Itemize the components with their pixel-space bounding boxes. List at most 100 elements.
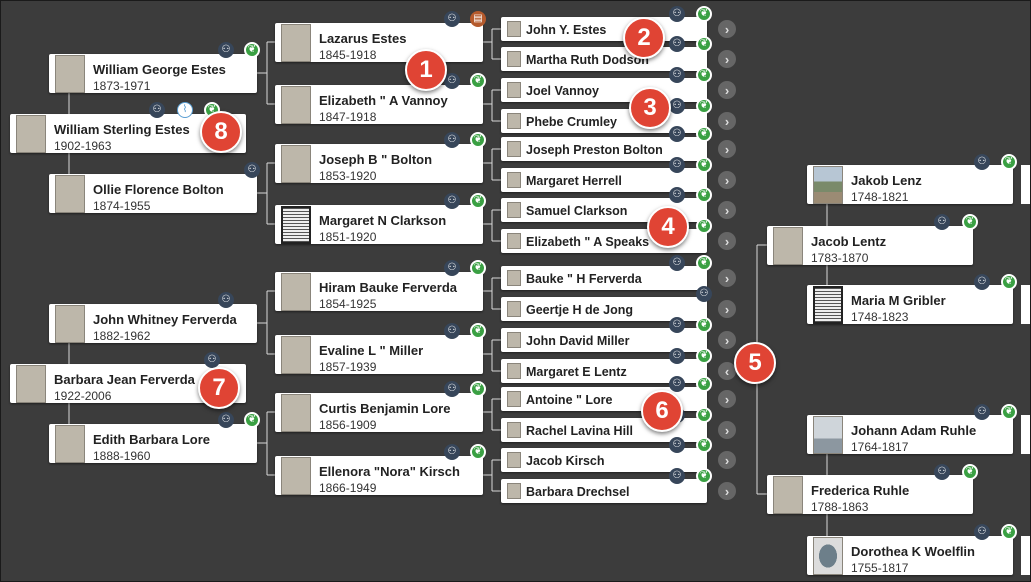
expand-ancestors-arrow[interactable]: › xyxy=(718,232,736,250)
family-tree-icon[interactable]: ⚇ xyxy=(669,36,685,52)
leaf-hint-icon[interactable]: ❦ xyxy=(470,260,486,276)
family-tree-icon[interactable]: ⚇ xyxy=(974,404,990,420)
family-tree-icon[interactable]: ⚇ xyxy=(149,102,165,118)
leaf-hint-icon[interactable]: ❦ xyxy=(696,36,712,52)
leaf-hint-icon[interactable]: ❦ xyxy=(244,412,260,428)
leaf-hint-icon[interactable]: ❦ xyxy=(696,437,712,453)
family-tree-icon[interactable]: ⚇ xyxy=(444,444,460,460)
cropped-card[interactable] xyxy=(1021,165,1031,204)
family-tree-icon[interactable]: ⚇ xyxy=(218,292,234,308)
leaf-hint-icon[interactable]: ❦ xyxy=(696,468,712,484)
leaf-hint-icon[interactable]: ❦ xyxy=(470,73,486,89)
expand-ancestors-arrow[interactable]: › xyxy=(718,140,736,158)
family-tree-icon[interactable]: ⚇ xyxy=(244,162,260,178)
family-tree-icon[interactable]: ⚇ xyxy=(444,11,460,27)
family-tree-icon[interactable]: ⚇ xyxy=(444,193,460,209)
dna-ethnicity-icon[interactable]: ⌇ xyxy=(177,102,193,118)
expand-ancestors-arrow[interactable]: › xyxy=(718,482,736,500)
leaf-hint-icon[interactable]: ❦ xyxy=(1001,404,1017,420)
family-tree-icon[interactable]: ⚇ xyxy=(218,412,234,428)
leaf-hint-icon[interactable]: ❦ xyxy=(696,98,712,114)
source-record-icon[interactable]: ▤ xyxy=(470,11,486,27)
expand-ancestors-arrow[interactable]: › xyxy=(718,201,736,219)
leaf-hint-icon[interactable]: ❦ xyxy=(470,323,486,339)
leaf-hint-icon[interactable]: ❦ xyxy=(696,317,712,333)
family-tree-icon[interactable]: ⚇ xyxy=(669,6,685,22)
leaf-hint-icon[interactable]: ❦ xyxy=(696,6,712,22)
family-tree-icon[interactable]: ⚇ xyxy=(444,132,460,148)
cropped-card[interactable] xyxy=(1021,415,1031,454)
family-tree-icon[interactable]: ⚇ xyxy=(974,154,990,170)
cropped-card[interactable] xyxy=(1021,285,1031,324)
leaf-hint-icon[interactable]: ❦ xyxy=(696,187,712,203)
leaf-hint-icon[interactable]: ❦ xyxy=(470,444,486,460)
leaf-hint-icon[interactable]: ❦ xyxy=(696,376,712,392)
expand-ancestors-arrow[interactable]: › xyxy=(718,331,736,349)
family-tree-icon[interactable]: ⚇ xyxy=(696,286,712,302)
family-tree-icon[interactable]: ⚇ xyxy=(218,42,234,58)
family-tree-icon[interactable]: ⚇ xyxy=(444,323,460,339)
expand-ancestors-arrow[interactable]: › xyxy=(718,81,736,99)
family-tree-icon[interactable]: ⚇ xyxy=(934,464,950,480)
leaf-hint-icon[interactable]: ❦ xyxy=(696,67,712,83)
family-tree-icon[interactable]: ⚇ xyxy=(444,260,460,276)
leaf-hint-icon[interactable]: ❦ xyxy=(696,407,712,423)
family-tree-icon[interactable]: ⚇ xyxy=(444,381,460,397)
family-tree-icon[interactable]: ⚇ xyxy=(669,157,685,173)
family-tree-icon[interactable]: ⚇ xyxy=(974,274,990,290)
family-tree-icon[interactable]: ⚇ xyxy=(204,352,220,368)
leaf-hint-icon[interactable]: ❦ xyxy=(470,381,486,397)
expand-ancestors-arrow[interactable]: › xyxy=(718,171,736,189)
family-tree-icon[interactable]: ⚇ xyxy=(669,67,685,83)
leaf-hint-icon[interactable]: ❦ xyxy=(470,193,486,209)
family-tree-icon[interactable]: ⚇ xyxy=(669,98,685,114)
family-tree-icon[interactable]: ⚇ xyxy=(934,214,950,230)
family-tree-icon[interactable]: ⚇ xyxy=(444,73,460,89)
expand-ancestors-arrow[interactable]: › xyxy=(718,300,736,318)
cropped-card[interactable] xyxy=(1021,536,1031,575)
leaf-hint-icon[interactable]: ❦ xyxy=(1001,274,1017,290)
leaf-hint-icon[interactable]: ❦ xyxy=(1001,154,1017,170)
person-card-william-george[interactable]: William George Estes1873-1971 xyxy=(49,54,257,93)
family-tree-icon[interactable]: ⚇ xyxy=(974,524,990,540)
leaf-hint-icon[interactable]: ❦ xyxy=(696,255,712,271)
family-tree-icon[interactable]: ⚇ xyxy=(669,376,685,392)
expand-ancestors-arrow[interactable]: › xyxy=(718,390,736,408)
leaf-hint-icon[interactable]: ❦ xyxy=(696,126,712,142)
family-tree-icon[interactable]: ⚇ xyxy=(669,255,685,271)
family-tree-icon[interactable]: ⚇ xyxy=(669,468,685,484)
leaf-hint-icon[interactable]: ❦ xyxy=(244,42,260,58)
leaf-hint-icon[interactable]: ❦ xyxy=(1001,524,1017,540)
leaf-hint-icon[interactable]: ❦ xyxy=(696,218,712,234)
family-tree-icon[interactable]: ⚇ xyxy=(669,317,685,333)
family-tree-icon[interactable]: ⚇ xyxy=(669,187,685,203)
expand-ancestors-arrow[interactable]: › xyxy=(718,451,736,469)
expand-ancestors-arrow[interactable]: › xyxy=(718,112,736,130)
expand-ancestors-arrow[interactable]: › xyxy=(718,269,736,287)
family-tree-icon[interactable]: ⚇ xyxy=(669,348,685,364)
expand-ancestors-arrow[interactable]: › xyxy=(718,421,736,439)
family-tree-icon[interactable]: ⚇ xyxy=(669,437,685,453)
leaf-hint-icon[interactable]: ❦ xyxy=(696,348,712,364)
leaf-hint-icon[interactable]: ❦ xyxy=(470,132,486,148)
family-tree-icon[interactable]: ⚇ xyxy=(669,126,685,142)
leaf-hint-icon[interactable]: ❦ xyxy=(962,464,978,480)
expand-ancestors-arrow[interactable]: › xyxy=(718,50,736,68)
expand-ancestors-arrow[interactable]: › xyxy=(718,20,736,38)
